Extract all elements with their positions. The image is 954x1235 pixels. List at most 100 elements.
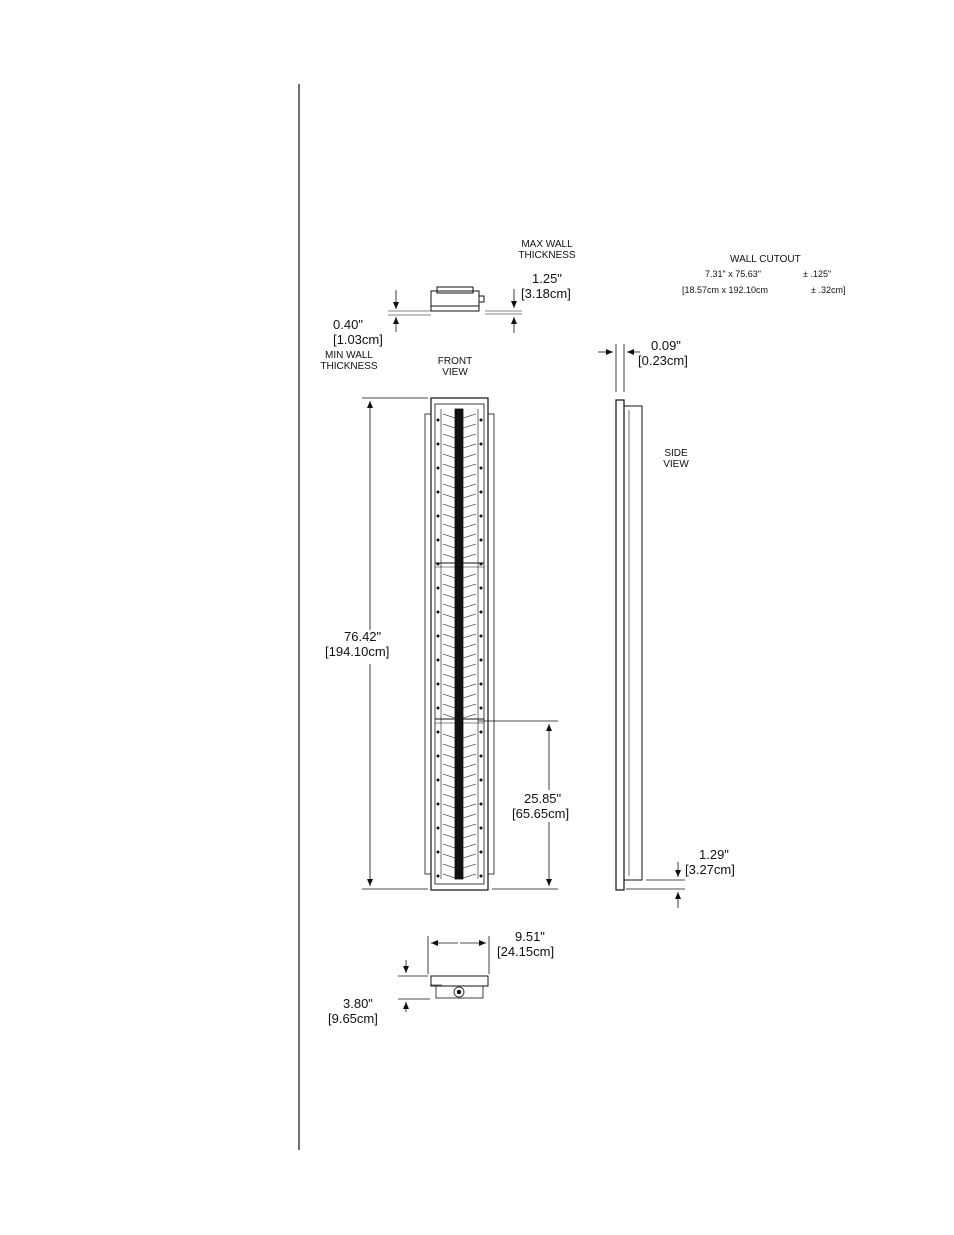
section-value-in: 25.85" [524, 792, 561, 806]
grille-fin [463, 474, 476, 478]
grille-fin [443, 824, 455, 828]
grille-fin [443, 574, 455, 578]
fastener-dot [437, 803, 439, 805]
grille-fin [443, 614, 455, 618]
grille-fin [443, 464, 455, 468]
fastener-dot [480, 803, 482, 805]
wall-cutout-size-cm: [18.57cm x 192.10cm [682, 286, 768, 295]
section-value-cm: [65.65cm] [512, 807, 569, 821]
grille-fin [443, 764, 455, 768]
wall-cutout-size-in: 7.31" x 75.63" [705, 270, 761, 279]
grille-fin [463, 674, 476, 678]
fastener-dot [480, 587, 482, 589]
grille-fin [443, 474, 455, 478]
fastener-dot [437, 683, 439, 685]
side-view [616, 400, 642, 890]
fastener-dot [437, 515, 439, 517]
grille-fin [443, 674, 455, 678]
grille-fin [463, 574, 476, 578]
min-wall-label: MIN WALL THICKNESS [318, 351, 380, 372]
depth-value-in: 3.80" [343, 997, 373, 1011]
grille-fin [443, 634, 455, 638]
grille-fin [443, 784, 455, 788]
fastener-dot [480, 707, 482, 709]
fastener-dot [480, 827, 482, 829]
fastener-dot [437, 851, 439, 853]
wall-cutout-title: WALL CUTOUT [730, 255, 801, 266]
fastener-dot [437, 827, 439, 829]
side-view-label: SIDE VIEW [658, 449, 694, 470]
grille-fin [463, 544, 476, 548]
fastener-dot [437, 731, 439, 733]
grille-fin [443, 534, 455, 538]
grille-fin [463, 694, 476, 698]
grille-fin [463, 494, 476, 498]
grille-fin [443, 854, 455, 858]
grille-fin [443, 814, 455, 818]
grille-fin [463, 464, 476, 468]
bottom-view [430, 976, 488, 998]
grille-fin [443, 834, 455, 838]
grille-fin [443, 684, 455, 688]
grille-fin [463, 414, 476, 418]
grille-fin [443, 444, 455, 448]
fastener-dot [480, 755, 482, 757]
bottom-offset-value-cm: [3.27cm] [685, 863, 735, 877]
grille-fin [463, 454, 476, 458]
fastener-dot [480, 563, 482, 565]
grille-fin [443, 544, 455, 548]
grille-fin [443, 504, 455, 508]
grille-fin [463, 554, 476, 558]
fastener-dot [480, 467, 482, 469]
grille-fin [443, 414, 455, 418]
grille-fin [463, 704, 476, 708]
fastener-dot [480, 515, 482, 517]
grille-fin [443, 794, 455, 798]
grille-fin [463, 424, 476, 428]
grille-fin [443, 754, 455, 758]
grille-fin [463, 754, 476, 758]
fastener-dot [480, 635, 482, 637]
fastener-dot [480, 611, 482, 613]
fastener-dot [480, 659, 482, 661]
grille-fin [443, 664, 455, 668]
grille-fin [463, 734, 476, 738]
min-wall-value-cm: [1.03cm] [333, 333, 383, 347]
grille-fin [463, 764, 476, 768]
width-value-cm: [24.15cm] [497, 945, 554, 959]
grille-fin [443, 714, 455, 718]
grille-fin [443, 734, 455, 738]
fastener-dot [437, 707, 439, 709]
height-value-cm: [194.10cm] [325, 645, 389, 659]
grille-fin [463, 504, 476, 508]
grille-fin [443, 524, 455, 528]
grille-fin [463, 814, 476, 818]
grille-fin [443, 454, 455, 458]
grille-fin [463, 524, 476, 528]
fastener-dot [437, 659, 439, 661]
depth-dimension [398, 960, 430, 1012]
grille-fin [463, 874, 476, 878]
fastener-dot [480, 443, 482, 445]
fastener-dot [437, 539, 439, 541]
bottom-offset-value-in: 1.29" [699, 848, 729, 862]
grille-fin [463, 624, 476, 628]
grille-fin [443, 704, 455, 708]
grille-fin [443, 434, 455, 438]
max-wall-value-in: 1.25" [532, 272, 562, 286]
grille-fin [443, 654, 455, 658]
top-view [388, 287, 522, 315]
grille-fin [443, 804, 455, 808]
min-wall-value-in: 0.40" [333, 318, 363, 332]
fastener-dot [480, 419, 482, 421]
max-wall-value-cm: [3.18cm] [521, 287, 571, 301]
grille-fin [443, 514, 455, 518]
side-offset-value-cm: [0.23cm] [638, 354, 688, 368]
fastener-dot [437, 611, 439, 613]
grille-fin [443, 624, 455, 628]
grille-fin [463, 634, 476, 638]
fastener-dot [437, 443, 439, 445]
grille-fin [463, 534, 476, 538]
grille-fin [463, 594, 476, 598]
